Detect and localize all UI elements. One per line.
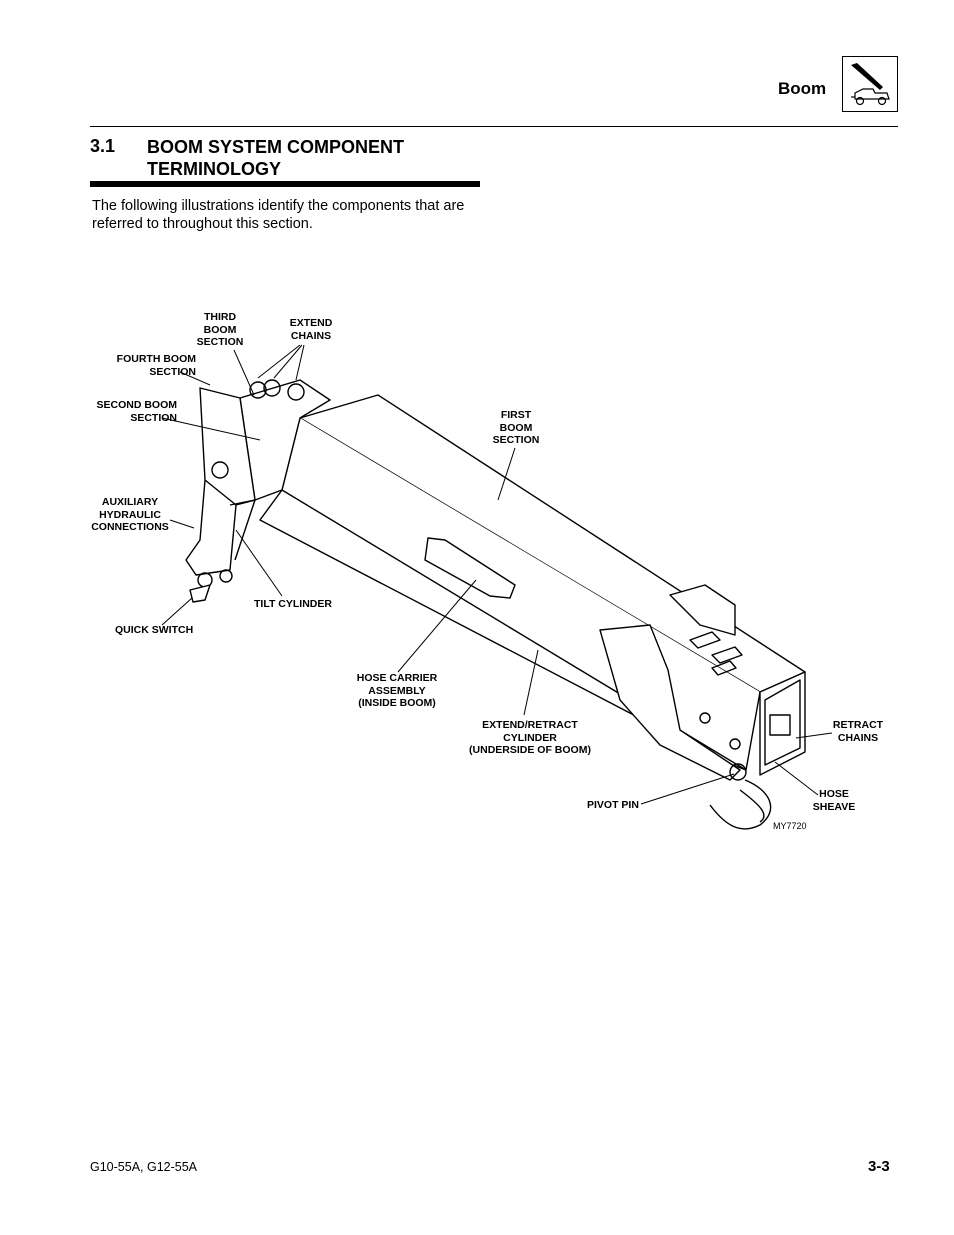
label-auxiliary-hydraulic-connections: AUXILIARY HYDRAULIC CONNECTIONS [91,496,169,533]
label-pivot-pin: PIVOT PIN [587,799,639,811]
label-quick-switch: QUICK SWITCH [115,624,194,636]
label-extend-chains: EXTEND CHAINS [289,317,333,342]
label-extend-retract-cylinder: EXTEND/RETRACT CYLINDER (UNDERSIDE OF BO… [469,719,591,756]
boom-telehandler-icon [842,56,898,112]
section-number: 3.1 [90,136,116,156]
footer-model: G10-55A, G12-55A [90,1160,198,1174]
section-title-bar [90,181,480,187]
figure-id: MY7720 [773,821,807,831]
label-third-boom-section: THIRD BOOM SECTION [196,311,244,348]
label-tilt-cylinder: TILT CYLINDER [254,598,332,610]
header-section-title: Boom [778,79,827,98]
page-number: 3-3 [868,1158,890,1175]
label-hose-carrier-assembly: HOSE CARRIER ASSEMBLY (INSIDE BOOM) [356,672,438,709]
label-retract-chains: RETRACT CHAINS [832,719,884,744]
header-rule [90,126,898,127]
label-second-boom-section: SECOND BOOM SECTION [96,399,177,424]
intro-paragraph: The following illustrations identify the… [92,198,465,232]
label-first-boom-section: FIRST BOOM SECTION [492,409,540,446]
label-fourth-boom-section: FOURTH BOOM SECTION [116,353,196,378]
label-hose-sheave: HOSE SHEAVE [812,788,856,813]
section-title: BOOM SYSTEM COMPONENT TERMINOLOGY [147,137,405,179]
